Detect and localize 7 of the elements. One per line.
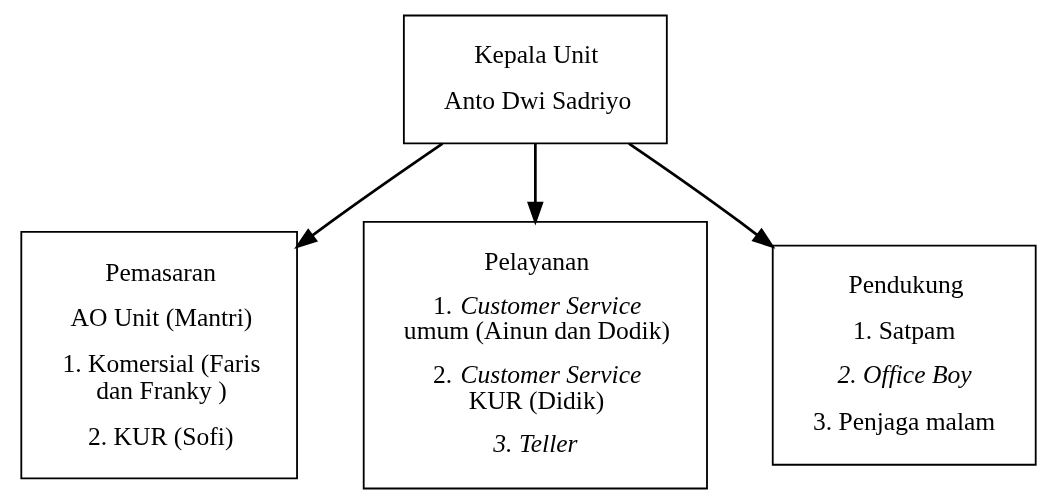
node-box: Pelayanan 1. Customer Service umum (Ainun dan Dodik) 2. Customer Service KUR (Didik) 3. Teller bbox=[362, 220, 708, 490]
node-box: Pemasaran AO Unit (Mantri) 1. Komersial (Faris dan Franky ) 2. KUR (Sofi) bbox=[20, 231, 298, 480]
arrow bbox=[294, 142, 444, 249]
node-box: Kepala Unit Anto Dwi Sadriyo bbox=[402, 14, 668, 145]
node-box: Pendukung 1. Satpam 2. Office Boy 3. Penjaga malam bbox=[771, 244, 1037, 466]
arrow bbox=[628, 142, 776, 249]
arrow bbox=[527, 143, 544, 226]
